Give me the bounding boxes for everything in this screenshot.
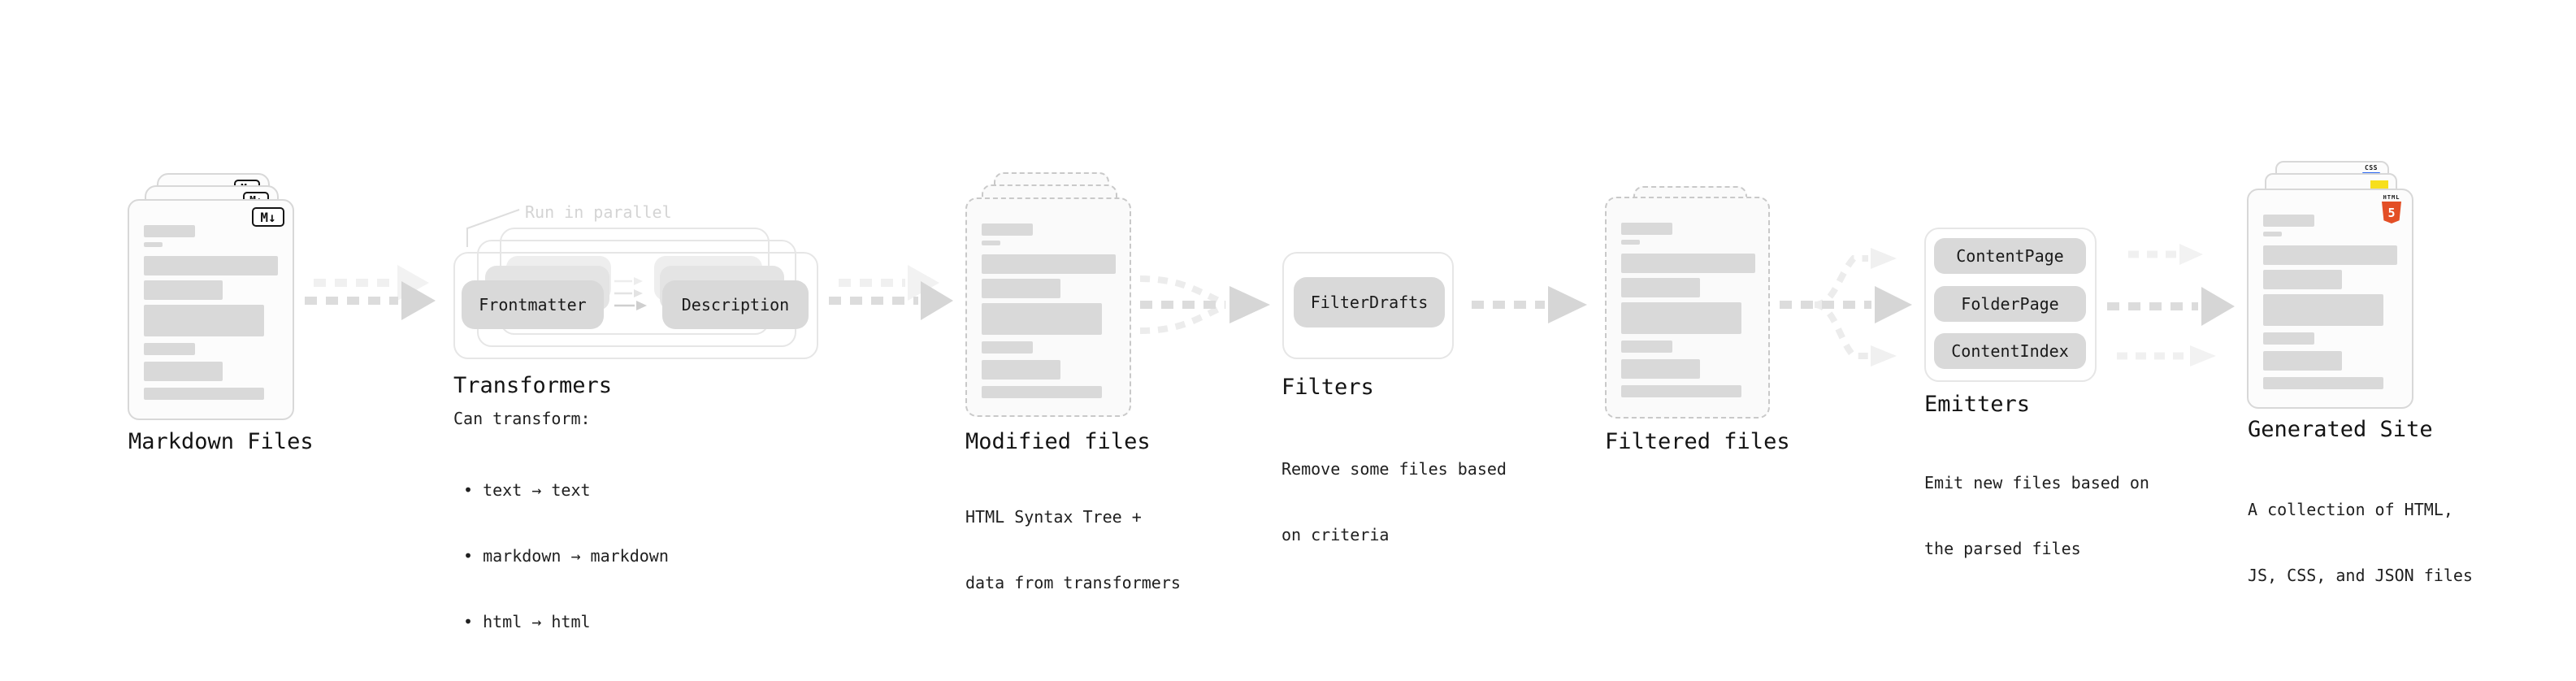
text-bar xyxy=(1621,340,1672,353)
arrow-modified-to-filters xyxy=(1139,275,1270,334)
description-line: Remove some files based xyxy=(1281,459,1507,479)
transformer-layer-front xyxy=(453,252,818,359)
text-bar xyxy=(1621,278,1700,297)
text-bar xyxy=(1621,223,1672,235)
markdown-files-label: Markdown Files xyxy=(128,429,314,454)
text-bar xyxy=(2263,332,2314,345)
folderpage-pill: FolderPage xyxy=(1934,286,2086,322)
filters-label: Filters xyxy=(1281,375,1374,400)
arrow-emitters-to-generated xyxy=(2107,244,2235,367)
js-icon xyxy=(2370,180,2388,189)
generated-site-label: Generated Site xyxy=(2248,417,2433,442)
bullet-item: • markdown → markdown xyxy=(463,546,669,566)
transformers-label: Transformers xyxy=(453,373,613,398)
arrow-filters-to-filtered xyxy=(1472,286,1587,323)
description-line: HTML Syntax Tree + xyxy=(965,507,1142,527)
text-bar xyxy=(2263,294,2383,326)
text-bar xyxy=(982,360,1060,380)
emitters-description: Emit new files based on the parsed files xyxy=(1924,428,2149,604)
modified-files-label: Modified files xyxy=(965,429,1151,454)
text-bar xyxy=(144,256,278,275)
text-bar xyxy=(2263,351,2342,371)
markdown-icon: M↓ xyxy=(252,207,284,227)
bullet-item: • html → html xyxy=(463,612,591,631)
text-bar xyxy=(1621,359,1700,379)
text-bar xyxy=(982,341,1033,354)
filtered-files-label: Filtered files xyxy=(1605,429,1790,454)
description-line: Emit new files based on xyxy=(1924,473,2149,492)
description-line: A collection of HTML, xyxy=(2248,500,2453,519)
text-bar xyxy=(144,242,163,247)
text-bar xyxy=(982,303,1102,335)
html5-icon-title: HTML xyxy=(2383,194,2400,201)
html5-icon: HTML 5 xyxy=(2381,194,2402,223)
html5-icon-number: 5 xyxy=(2387,205,2396,220)
transformers-intro: Can transform: xyxy=(453,409,591,428)
description-line: data from transformers xyxy=(965,573,1181,592)
filtered-file-card xyxy=(1605,197,1770,419)
transformers-bullets: • text → text • markdown → markdown • ht… xyxy=(453,436,669,677)
transform-mini-arrows xyxy=(614,277,647,310)
text-bar xyxy=(144,280,223,300)
text-bar xyxy=(144,362,223,381)
html5-icon-shield: 5 xyxy=(2382,202,2401,223)
text-bar xyxy=(982,386,1102,398)
markdown-file-card-front: M↓ xyxy=(128,199,294,420)
emitters-label: Emitters xyxy=(1924,392,2031,417)
description-pill: Description xyxy=(662,280,809,329)
filters-description: Remove some files based on criteria xyxy=(1281,414,1507,590)
text-bar xyxy=(982,223,1033,236)
description-line: on criteria xyxy=(1281,525,1390,544)
generated-site-description: A collection of HTML, JS, CSS, and JSON … xyxy=(2248,455,2473,631)
text-bar xyxy=(982,241,1000,245)
text-bar xyxy=(2263,245,2397,265)
annotation-leader-line xyxy=(466,209,520,247)
contentpage-pill: ContentPage xyxy=(1934,238,2086,274)
text-bar xyxy=(144,305,264,336)
contentindex-pill: ContentIndex xyxy=(1934,333,2086,369)
css-icon-label: CSS xyxy=(2365,164,2378,171)
text-bar xyxy=(1621,385,1741,397)
text-bar xyxy=(1621,302,1741,334)
modified-files-description: HTML Syntax Tree + data from transformer… xyxy=(965,462,1181,638)
text-bar xyxy=(2263,377,2383,389)
text-bar xyxy=(2263,232,2282,236)
arrow-filtered-to-emitters xyxy=(1780,248,1912,367)
text-bar xyxy=(1621,254,1755,273)
description-line: JS, CSS, and JSON files xyxy=(2248,566,2473,585)
bullet-item: • text → text xyxy=(463,480,591,500)
filterdrafts-pill: FilterDrafts xyxy=(1294,277,1445,327)
arrow-markdown-to-transformers xyxy=(305,265,436,320)
text-bar xyxy=(2263,215,2314,227)
frontmatter-pill: Frontmatter xyxy=(462,280,604,329)
text-bar xyxy=(1621,240,1640,245)
text-bar xyxy=(982,279,1060,298)
run-in-parallel-note: Run in parallel xyxy=(525,202,672,222)
text-bar xyxy=(144,225,195,237)
arrow-transformers-to-modified xyxy=(829,265,953,320)
html-file-card: HTML 5 xyxy=(2247,189,2413,409)
description-line: the parsed files xyxy=(1924,539,2081,558)
text-bar xyxy=(2263,270,2342,289)
text-bar xyxy=(144,388,264,400)
text-bar xyxy=(982,254,1116,274)
modified-file-card xyxy=(965,197,1131,417)
text-bar xyxy=(144,343,195,355)
